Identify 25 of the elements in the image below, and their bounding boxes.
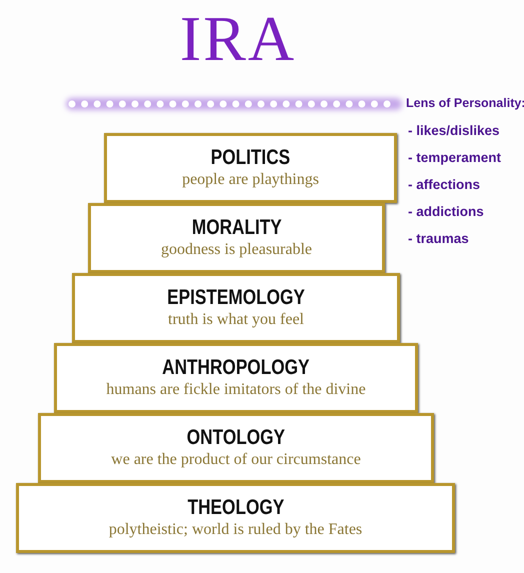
step-description: goodness is pleasurable (160, 240, 312, 260)
pyramid-step (16, 483, 455, 553)
step-description: polytheistic; world is ruled by the Fates (108, 520, 362, 540)
step-description: we are the product of our circumstance (111, 450, 361, 470)
list-item: - traumas (408, 231, 469, 246)
step-description: people are playthings (182, 170, 319, 190)
pyramid-step (88, 203, 385, 273)
step-heading: ANTHROPOLOGY (162, 356, 310, 380)
list-item: - addictions (408, 204, 484, 219)
pyramid-step (104, 133, 397, 203)
step-heading: EPISTEMOLOGY (167, 286, 305, 310)
step-description: humans are fickle imitators of the divine (106, 380, 366, 400)
list-item: - affections (408, 177, 480, 192)
step-description: truth is what you feel (168, 310, 304, 330)
step-heading: ONTOLOGY (186, 426, 286, 450)
step-heading: MORALITY (192, 216, 282, 240)
title: IRA (178, 2, 298, 76)
list-item: - likes/dislikes (408, 123, 500, 138)
pyramid-step (54, 343, 418, 413)
pyramid-step (72, 273, 400, 343)
list-item: - temperament (408, 150, 502, 165)
pyramid-step (38, 413, 434, 483)
step-heading: POLITICS (210, 146, 290, 170)
list-heading: Lens of Personality: (406, 96, 524, 110)
step-heading: THEOLOGY (187, 496, 284, 520)
